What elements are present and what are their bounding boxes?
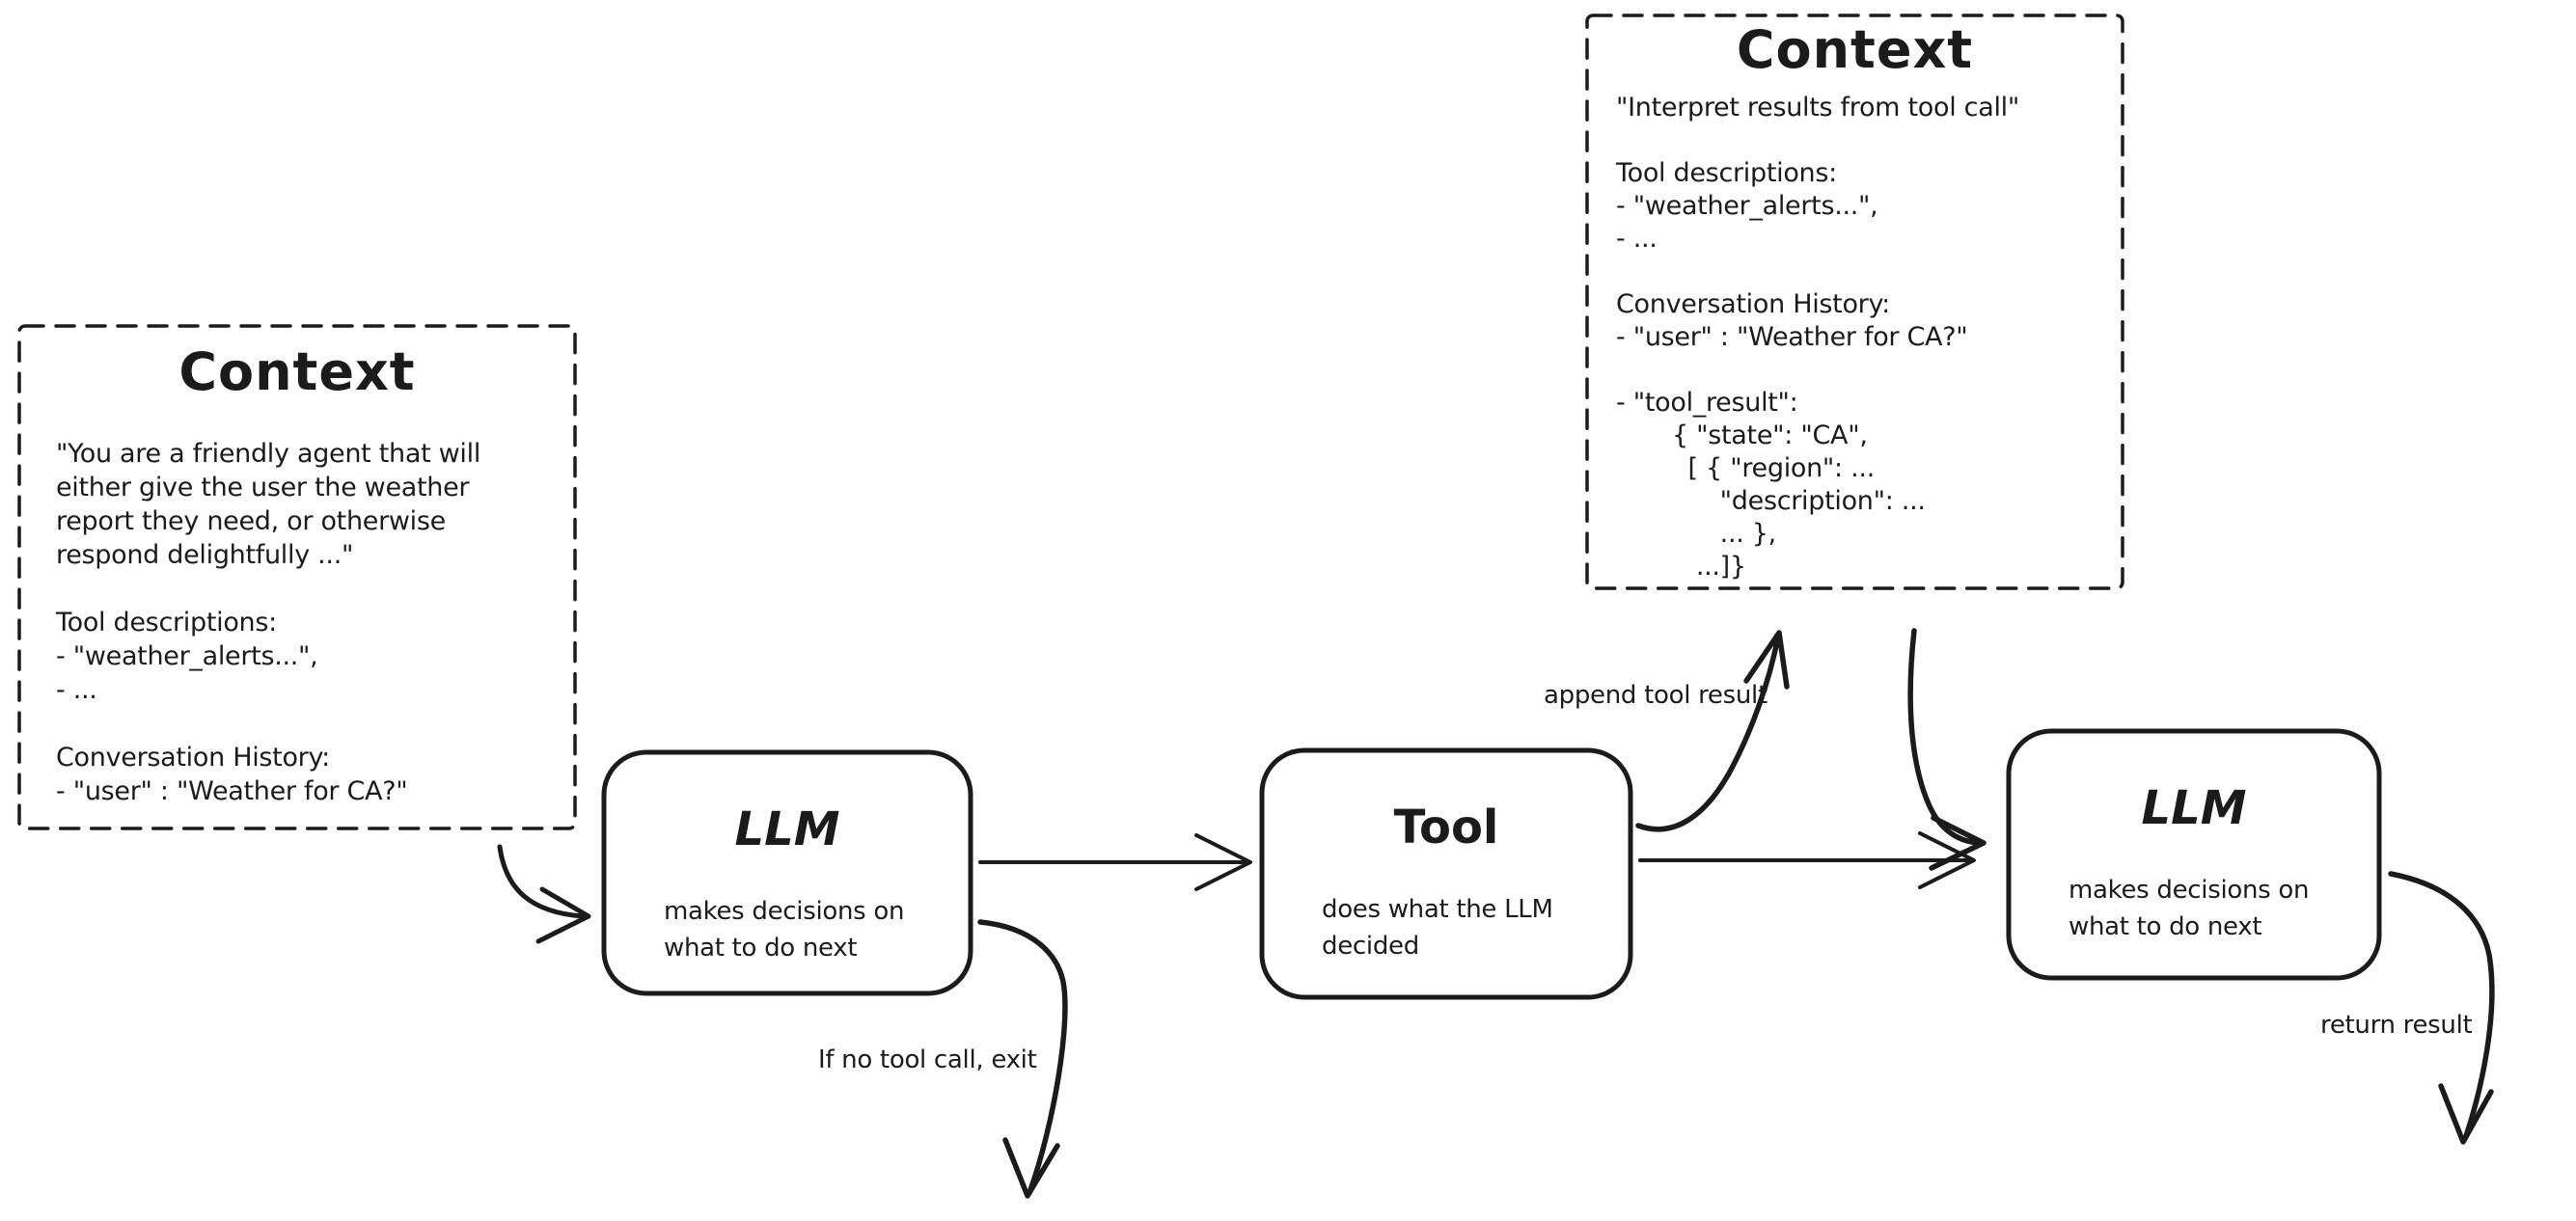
edge-label-return-result: return result (2320, 1011, 2473, 1040)
arrow-tool-to-context (1635, 630, 1790, 832)
arrow-context-to-llm2 (1907, 628, 1987, 871)
arrow-llm2-return (2388, 871, 2495, 1145)
arrow-context-to-llm1 (497, 844, 591, 944)
arrow-llm1-exit (977, 919, 1068, 1199)
context-title: Context (1736, 19, 1974, 80)
llm-node-title: LLM (2141, 781, 2247, 835)
llm-node-outline-2 (2006, 728, 2382, 981)
context-body: "Interpret results from tool call" Tool … (1616, 93, 2019, 582)
llm-node-description: makes decisions on what to do next (2069, 876, 2310, 941)
context-box-outline-left (17, 324, 577, 830)
llm-node-title: LLM (734, 802, 840, 856)
tool-node-title: Tool (1393, 800, 1499, 855)
arrow-llm1-to-tool (978, 833, 1252, 891)
context-box-outline-right (1585, 14, 2124, 590)
llm-node-1: LLM makes decisions on what to do next (604, 752, 971, 993)
context-title: Context (178, 341, 416, 402)
context-box-after-tool: Context "Interpret results from tool cal… (1587, 15, 2123, 588)
tool-node: Tool does what the LLM decided (1262, 750, 1631, 997)
context-body: "You are a friendly agent that will eith… (56, 439, 481, 806)
llm-node-description: makes decisions on what to do next (664, 897, 905, 963)
llm-node-outline-1 (601, 749, 973, 996)
context-box-initial: Context "You are a friendly agent that w… (19, 326, 575, 828)
arrow-tool-to-llm2 (1638, 831, 1976, 889)
edge-label-if-no-tool-call-exit: If no tool call, exit (818, 1045, 1037, 1074)
edge-label-append-tool-result: append tool result (1544, 681, 1768, 710)
llm-node-2: LLM makes decisions on what to do next (2009, 731, 2379, 978)
tool-node-outline (1259, 747, 1633, 1000)
tool-node-description: does what the LLM decided (1322, 895, 1553, 961)
